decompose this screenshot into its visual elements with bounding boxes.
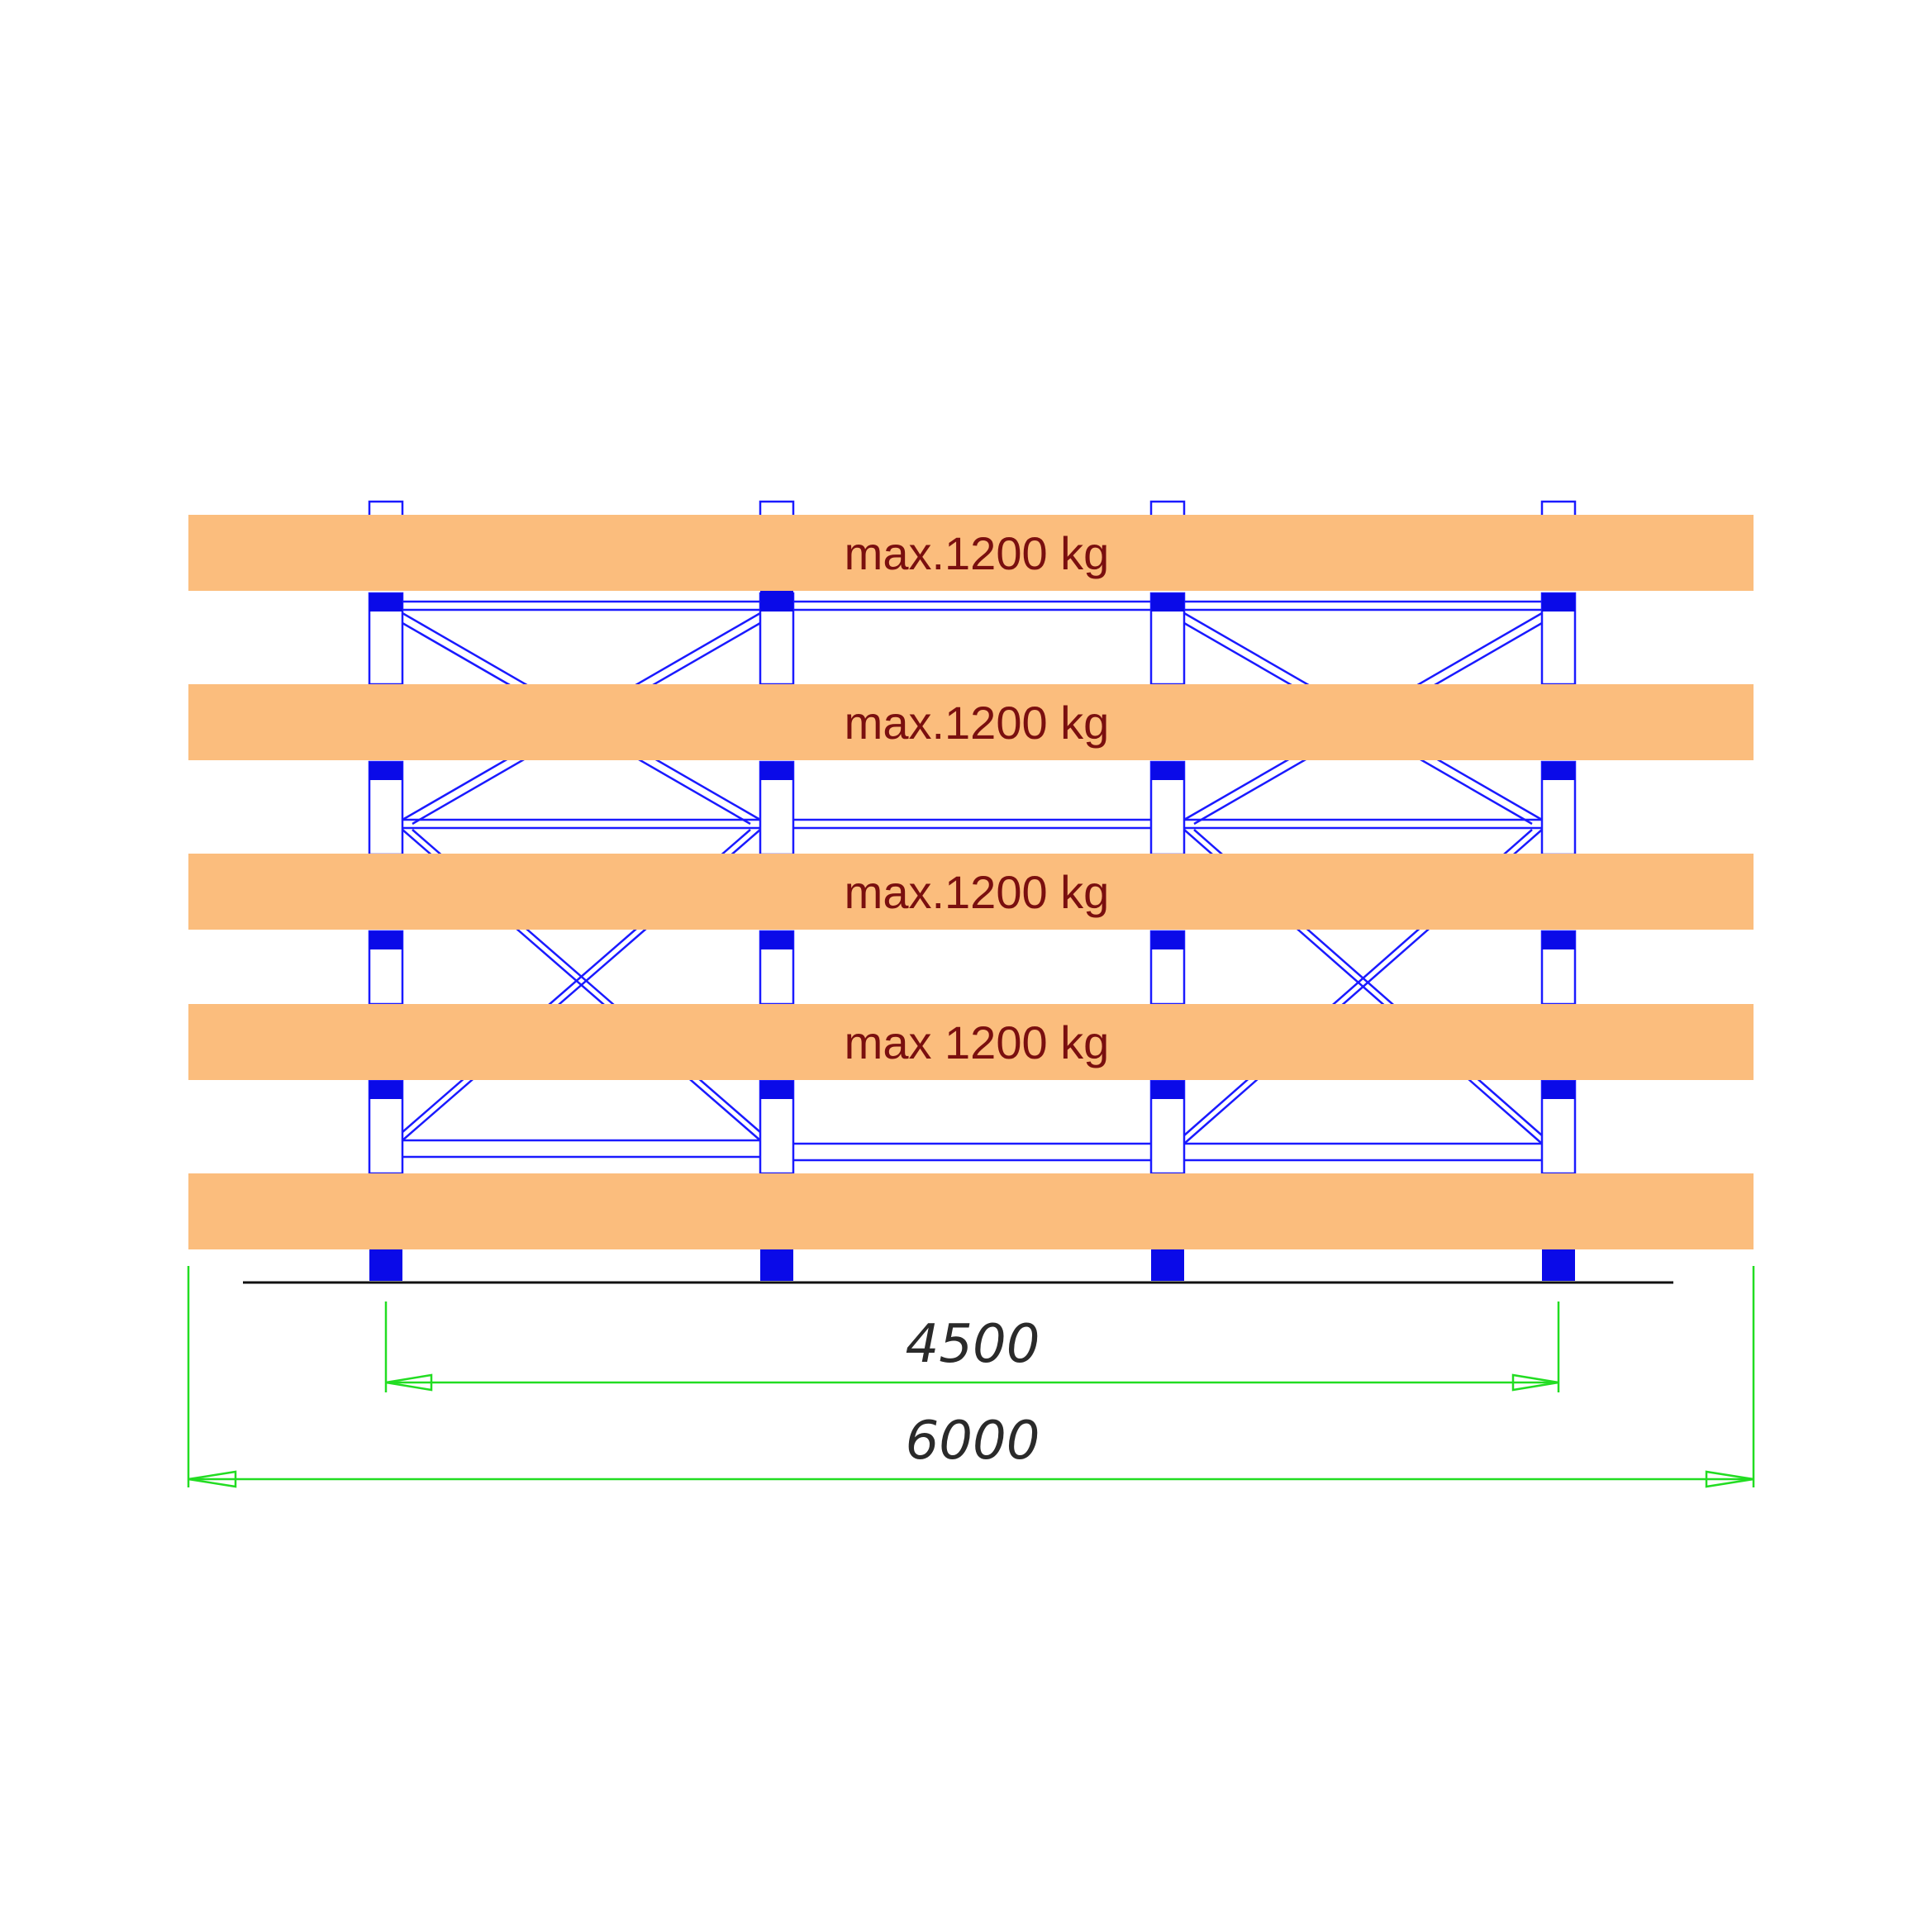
shelf-1-load-label: max.1200 kg <box>845 527 1110 579</box>
shelf-1 <box>188 515 1754 591</box>
shelf-3-load-label: max.1200 kg <box>845 866 1110 918</box>
dimension-lines <box>187 1266 1755 1488</box>
overall-dimension-label: 6000 <box>906 1411 1040 1472</box>
column-cap <box>1540 500 1577 518</box>
arrow-left-icon <box>385 1373 433 1392</box>
shelf-4 <box>188 1004 1754 1080</box>
shelf-3 <box>188 854 1754 930</box>
shelf-4-load-label: max 1200 kg <box>845 1016 1110 1068</box>
shelf-2-load-label: max.1200 kg <box>845 697 1110 749</box>
column-cap <box>1149 500 1186 518</box>
horizontal-ties <box>402 600 1542 1162</box>
arrow-right-icon <box>1705 1470 1754 1488</box>
arrow-left-icon <box>188 1470 237 1488</box>
inner-dimension-label: 4500 <box>906 1314 1040 1375</box>
shelf-2 <box>188 684 1754 760</box>
column-cap <box>368 500 404 518</box>
column-cap <box>759 500 795 518</box>
shelves: max.1200 kg max.1200 kg max.1200 kg max 120… <box>188 515 1754 1249</box>
shelf-5 <box>188 1173 1754 1249</box>
rack-frame <box>368 500 1577 1175</box>
arm-brackets <box>369 591 1575 1281</box>
arrow-right-icon <box>1511 1373 1559 1392</box>
